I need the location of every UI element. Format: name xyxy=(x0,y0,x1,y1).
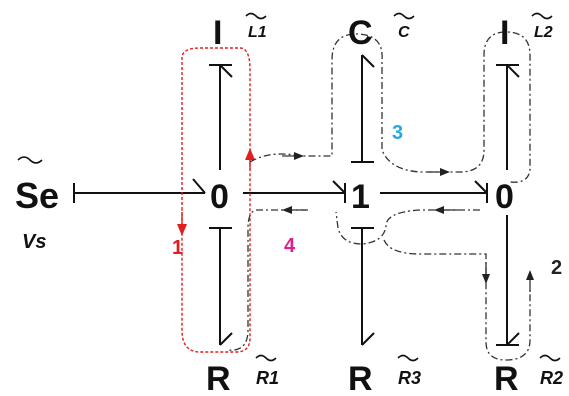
tilde-r3 xyxy=(397,354,419,362)
param-vs: Vs xyxy=(22,231,46,253)
bond-lines xyxy=(73,54,520,346)
loop-paths xyxy=(177,31,534,361)
loop-1-path xyxy=(181,47,251,353)
bond-0-i2-half-arrow xyxy=(506,64,520,78)
node-resistor-3: R xyxy=(348,360,373,396)
tilde-r2 xyxy=(539,354,561,362)
bond-se-half-arrow xyxy=(192,178,206,194)
tilde-r1 xyxy=(255,354,277,362)
node-resistor-1: R xyxy=(206,360,231,396)
bond-1-0-half-arrow xyxy=(474,180,488,194)
node-junction-0-left: 0 xyxy=(210,178,229,216)
node-inertia-1: I xyxy=(213,14,222,52)
bond-1-c-half-arrow xyxy=(361,54,375,68)
node-inertia-2: I xyxy=(500,14,509,52)
param-r3: R3 xyxy=(398,368,421,388)
loop-number-4: 4 xyxy=(284,235,296,257)
loop-number-2: 2 xyxy=(551,257,562,279)
node-junction-1: 1 xyxy=(351,178,370,216)
bond-0-1-half-arrow xyxy=(332,180,346,194)
param-l1: L1 xyxy=(248,24,267,41)
param-r1: R1 xyxy=(256,368,279,388)
node-labels: Se 0 1 0 I C I R R R xyxy=(15,14,519,396)
param-labels: Vs L1 C L2 R1 R3 R2 xyxy=(22,24,563,388)
param-c: C xyxy=(398,24,410,41)
bond-0-r2-half-arrow xyxy=(506,332,520,346)
loop-number-3: 3 xyxy=(392,122,403,144)
node-resistor-2: R xyxy=(494,360,519,396)
loop-numbers: 1 2 3 4 xyxy=(172,122,562,279)
param-r2: R2 xyxy=(540,368,563,388)
tilde-l2 xyxy=(531,12,553,20)
node-capacitor: C xyxy=(348,14,373,52)
tilde-l1 xyxy=(245,12,267,20)
bond-0-r1-half-arrow xyxy=(219,332,233,346)
tilde-se xyxy=(17,156,43,164)
loop-3-path xyxy=(249,31,531,183)
tilde-marks xyxy=(17,12,561,362)
node-junction-0-right: 0 xyxy=(495,178,514,216)
tilde-c xyxy=(393,12,415,20)
bond-0-i1-half-arrow xyxy=(219,64,233,78)
loop-number-1: 1 xyxy=(172,237,183,259)
loop-4-path xyxy=(227,209,480,351)
param-l2: L2 xyxy=(534,24,553,41)
bond-1-r3-half-arrow xyxy=(361,332,375,346)
loop-2-path xyxy=(383,239,531,361)
node-se: Se xyxy=(15,175,59,216)
